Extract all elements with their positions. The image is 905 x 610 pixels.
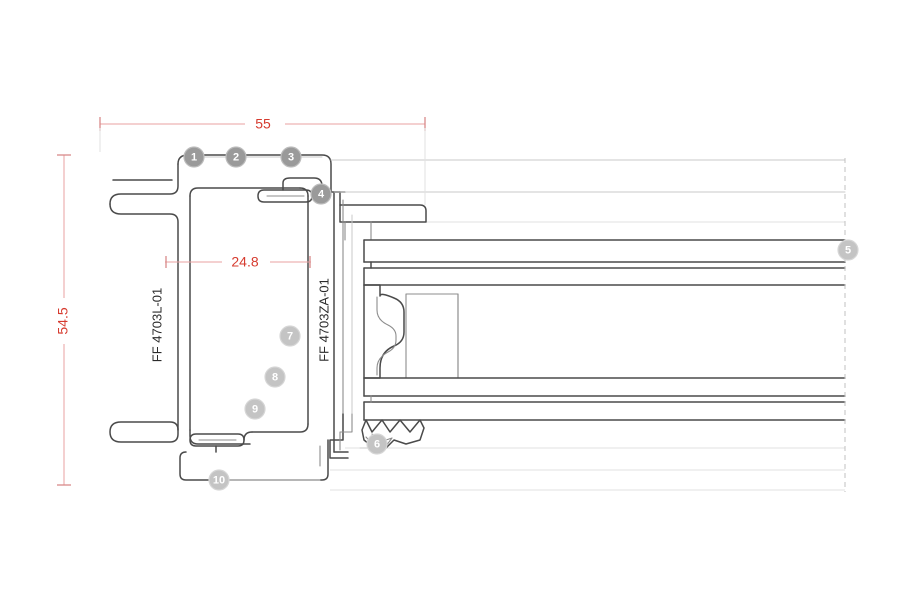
top-tie-detail [330,159,846,206]
part-label-right: FF 4703ZA-01 [316,278,331,362]
callout-7[interactable]: 7 [279,325,301,347]
mid-vertical-web [329,191,353,459]
callout-4[interactable]: 4 [310,183,332,205]
dimension-label-24-8: 24.8 [231,254,258,270]
callout-6[interactable]: 6 [366,433,388,455]
callout-number-label: 6 [374,439,380,451]
glazing-panel-lines [370,239,846,421]
dimension-width-55: 55 [99,114,426,205]
callout-number-label: 10 [213,475,225,487]
callout-bubble-icon [244,398,266,420]
callout-bubbles-layer: 1 2 3 4 5 6 7 8 9 10 [183,146,859,491]
callout-number-label: 9 [252,404,258,416]
dimension-inner-24-8: 24.8 [165,252,311,272]
callout-bubble-icon [280,146,302,168]
callout-bubble-icon [366,433,388,455]
right-frame-body [339,204,846,421]
callout-number-label: 7 [287,331,293,343]
callout-5[interactable]: 5 [837,239,859,261]
bottom-return-profile [179,439,329,481]
part-label-right-group: FF 4703ZA-01 [316,278,331,362]
dimension-label-54-5: 54.5 [55,307,71,334]
callout-bubble-icon [310,183,332,205]
callout-number-label: 1 [191,152,197,164]
callout-bubble-icon [279,325,301,347]
left-profile-outline [109,154,332,445]
callout-bubble-icon [225,146,247,168]
callout-number-label: 8 [272,372,278,384]
callout-bubble-icon [208,469,230,491]
lower-clip-detail [189,433,245,453]
callout-number-label: 2 [233,152,239,164]
callout-9[interactable]: 9 [244,398,266,420]
part-label-left: FF 4703L-01 [149,288,164,362]
left-profile-chamber [243,187,309,441]
callout-1[interactable]: 1 [183,146,205,168]
callout-bubble-icon [183,146,205,168]
dimension-label-55: 55 [255,116,271,132]
callout-2[interactable]: 2 [225,146,247,168]
callout-8[interactable]: 8 [264,366,286,388]
callout-bubble-icon [264,366,286,388]
callout-3[interactable]: 3 [280,146,302,168]
callout-number-label: 3 [288,152,294,164]
callout-10[interactable]: 10 [208,469,230,491]
callout-number-label: 4 [318,189,325,201]
callout-bubble-icon [837,239,859,261]
right-panel-faint-lines [330,159,845,491]
part-label-left-group: FF 4703L-01 [149,288,164,362]
callout-number-label: 5 [845,245,851,257]
dimension-height-54-5: 54.5 [54,154,74,486]
